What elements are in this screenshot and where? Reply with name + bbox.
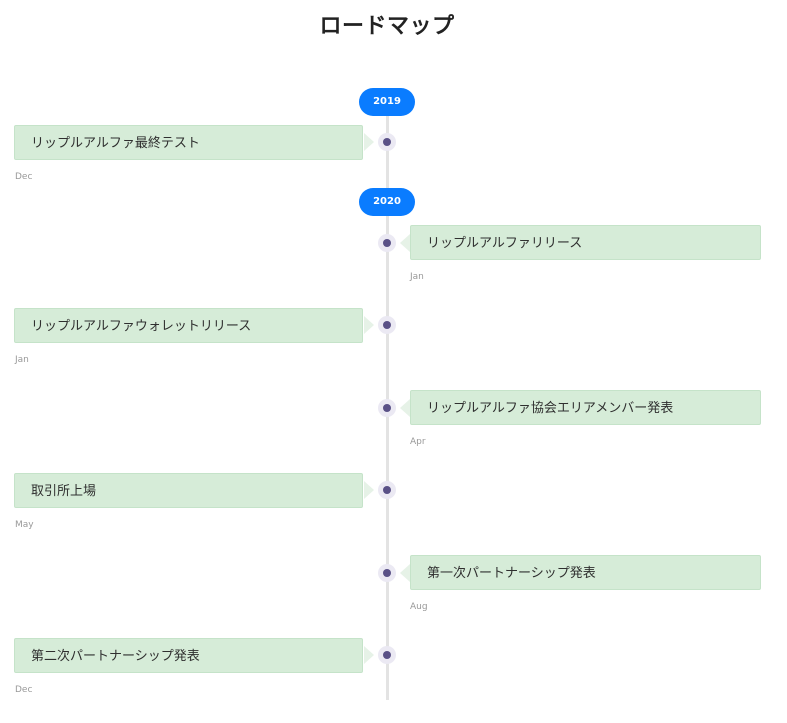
event-date: Dec (15, 172, 33, 182)
page-title: ロードマップ (319, 14, 455, 39)
timeline-event-card: 取引所上場 (14, 473, 363, 508)
card-pointer (364, 133, 374, 151)
event-date: May (15, 520, 34, 530)
timeline-dot (378, 399, 396, 417)
event-date: Jan (15, 355, 29, 365)
timeline-dot (378, 133, 396, 151)
year-badge-2019: 2019 (359, 88, 415, 116)
card-pointer (400, 564, 410, 582)
card-pointer (364, 316, 374, 334)
year-badge-2020: 2020 (359, 188, 415, 216)
event-date: Jan (410, 272, 424, 282)
card-pointer (400, 234, 410, 252)
timeline-dot (378, 564, 396, 582)
card-pointer (364, 646, 374, 664)
event-date: Dec (15, 685, 33, 695)
timeline-dot (378, 481, 396, 499)
timeline-event-card: 第一次パートナーシップ発表 (410, 555, 761, 590)
timeline-event-card: リップルアルファ協会エリアメンバー発表 (410, 390, 761, 425)
event-date: Apr (410, 437, 426, 447)
card-pointer (364, 481, 374, 499)
timeline-dot (378, 316, 396, 334)
timeline-dot (378, 234, 396, 252)
timeline-dot (378, 646, 396, 664)
timeline-event-card: 第二次パートナーシップ発表 (14, 638, 363, 673)
timeline-event-card: リップルアルファリリース (410, 225, 761, 260)
card-pointer (400, 399, 410, 417)
timeline-event-card: リップルアルファ最終テスト (14, 125, 363, 160)
timeline-event-card: リップルアルファウォレットリリース (14, 308, 363, 343)
event-date: Aug (410, 602, 428, 612)
